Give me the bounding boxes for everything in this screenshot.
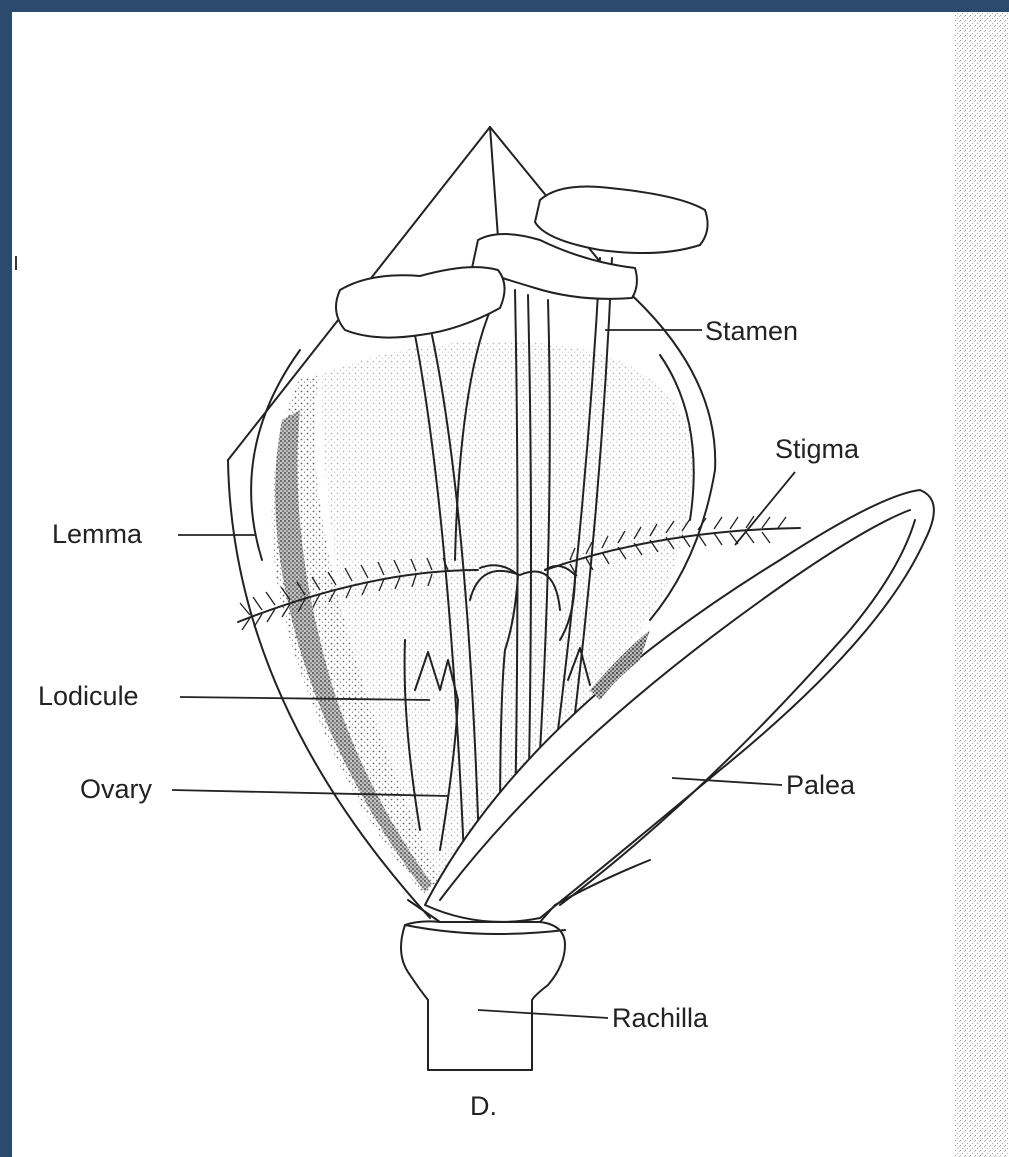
anther-left xyxy=(336,267,505,337)
anther-right xyxy=(535,187,708,254)
label-rachilla: Rachilla xyxy=(612,1003,709,1033)
panel-letter: D. xyxy=(470,1091,497,1121)
label-lemma: Lemma xyxy=(52,519,143,549)
diagram-canvas: Stamen Stigma Lemma Lodicule Ovary Palea… xyxy=(12,12,1009,1157)
label-lodicule: Lodicule xyxy=(38,681,139,711)
label-palea: Palea xyxy=(786,770,856,800)
grass-floret-diagram: Stamen Stigma Lemma Lodicule Ovary Palea… xyxy=(12,12,1009,1157)
stigma-leader xyxy=(735,472,795,545)
label-ovary: Ovary xyxy=(80,774,153,804)
label-stamen: Stamen xyxy=(705,316,798,346)
label-stigma: Stigma xyxy=(775,434,860,464)
scan-texture-strip xyxy=(955,12,1009,1157)
